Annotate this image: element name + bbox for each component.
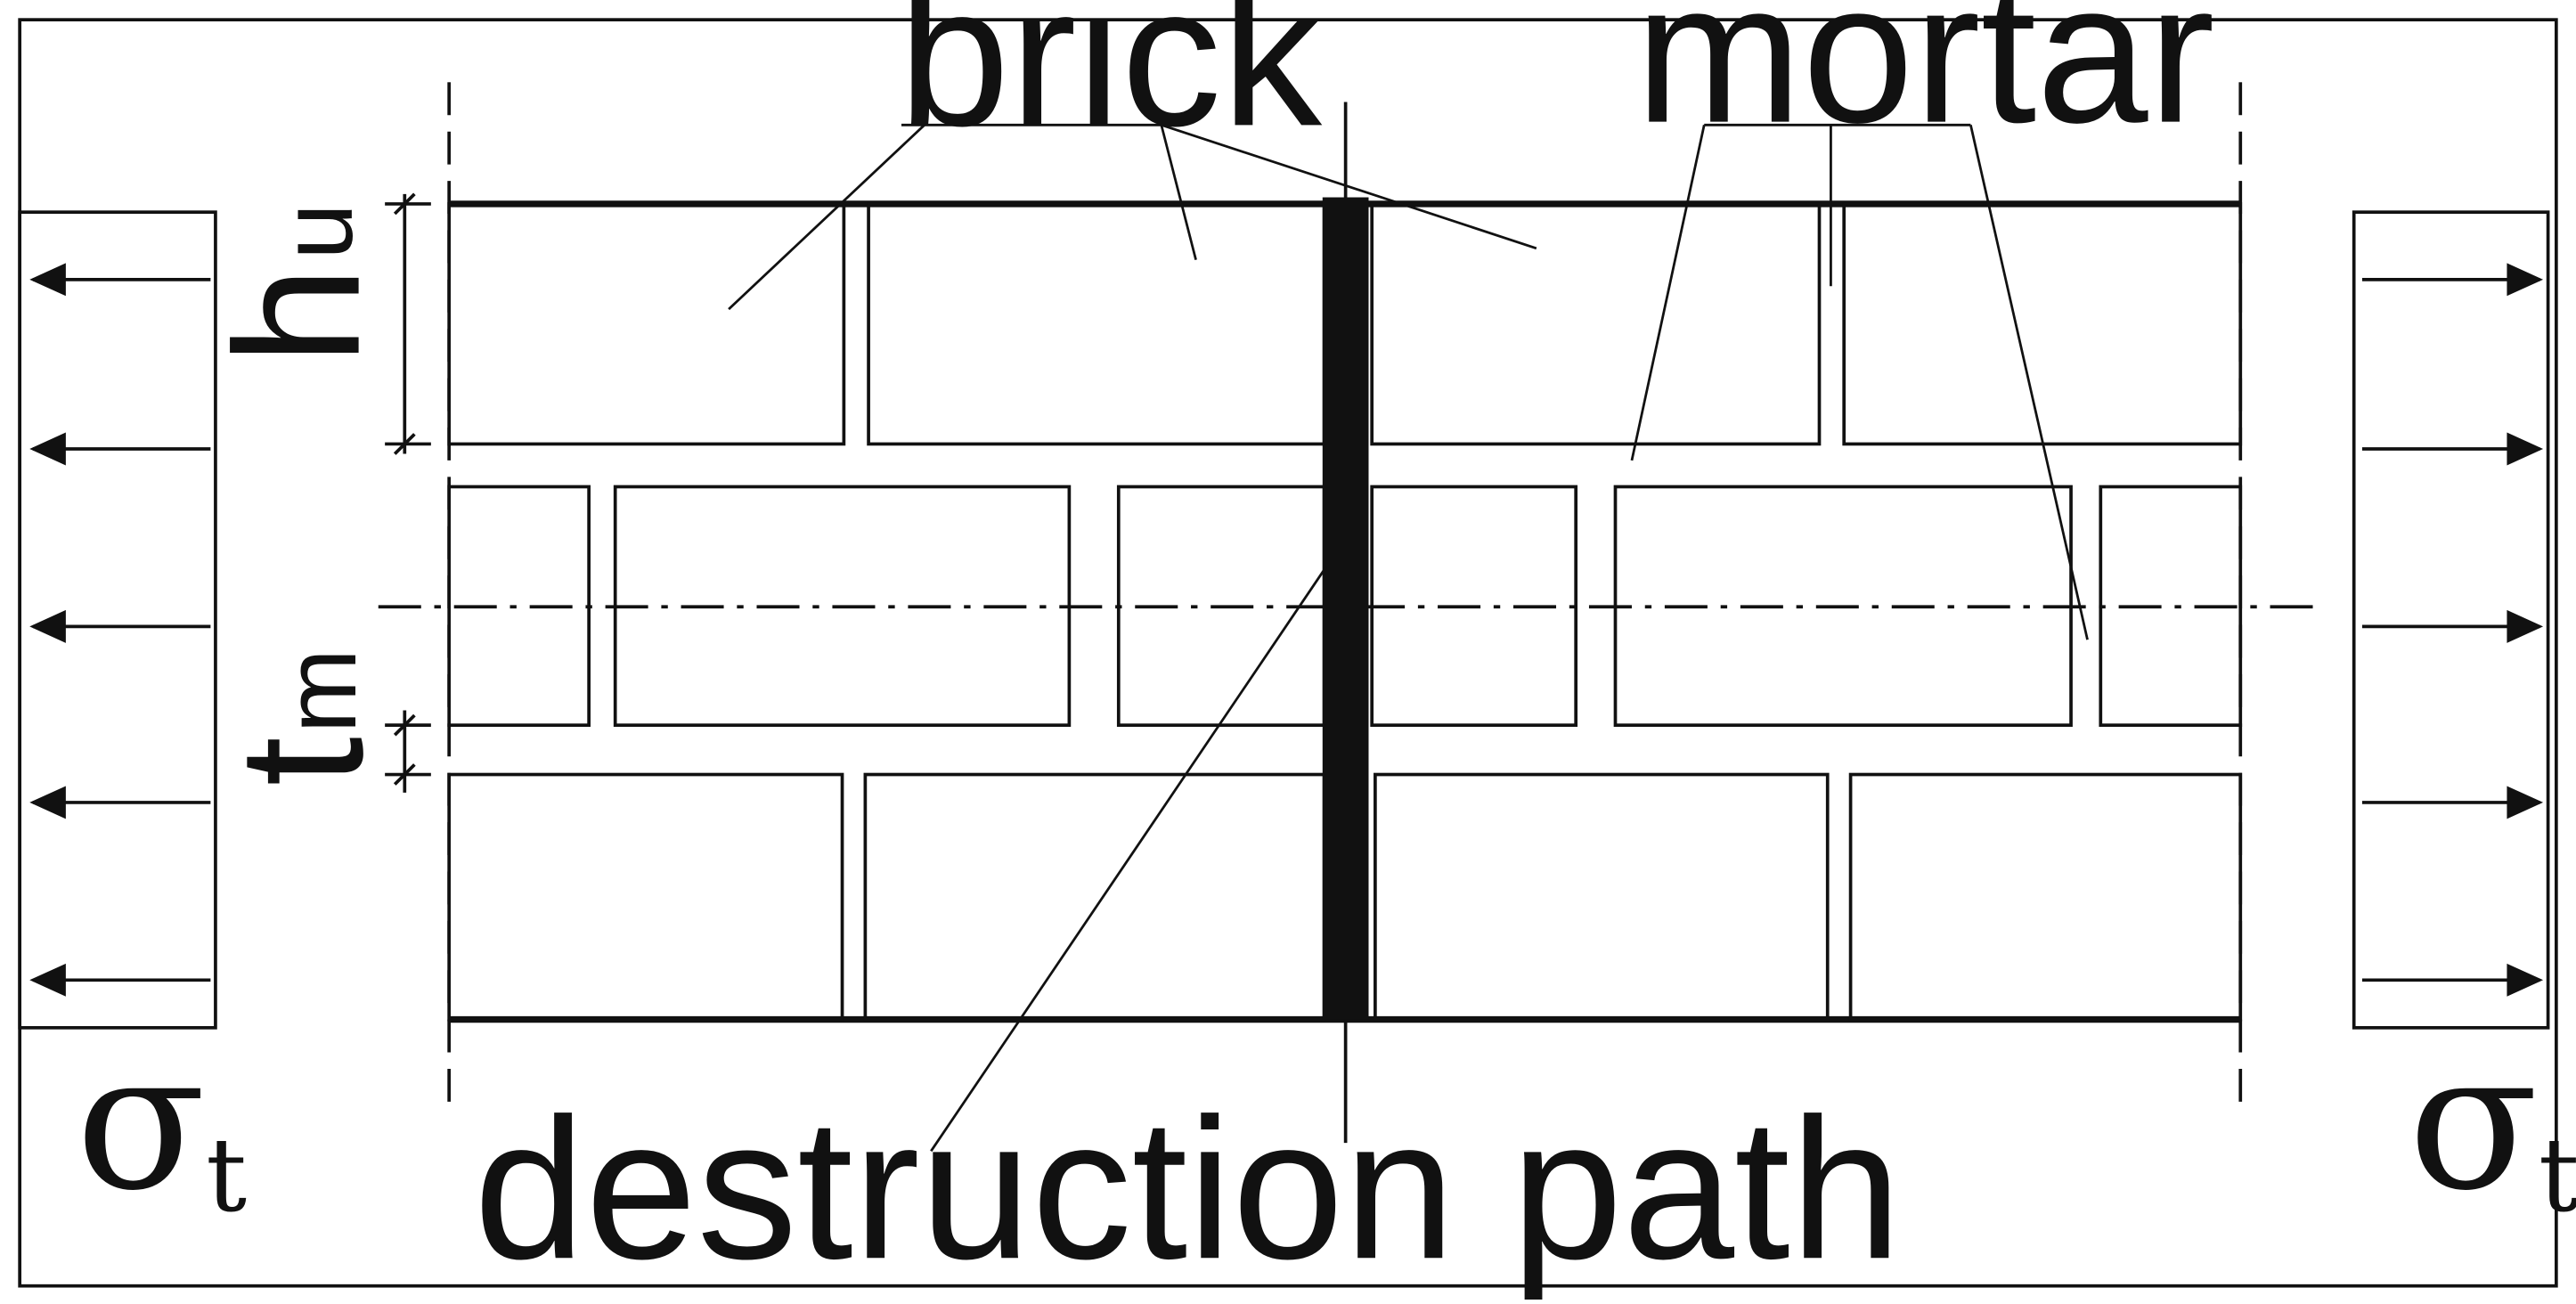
brick-leader-3	[1161, 123, 1537, 250]
mortar-leaders	[1630, 123, 2089, 640]
brick-leader-1	[728, 124, 925, 311]
right-arrowhead-4	[2507, 786, 2544, 819]
right-arrowhead-1	[2507, 263, 2544, 297]
left-arrowhead-4	[29, 786, 66, 819]
destruction-path-crack	[1322, 197, 1369, 1020]
svg-text:tm: tm	[201, 648, 400, 786]
tm-slash-top	[393, 713, 416, 737]
hu-slash-bottom	[393, 433, 416, 455]
hu-dimension	[385, 192, 431, 455]
brick	[1370, 202, 1822, 446]
left-arrowhead-3	[29, 609, 66, 643]
mortar-label: mortar	[1635, 0, 2215, 165]
destruction-path-label: destruction path	[474, 1076, 1902, 1300]
brick	[447, 772, 844, 1022]
mortar-leader-3	[1969, 125, 2089, 640]
right-stress-block	[2352, 210, 2550, 1030]
right-arrowhead-2	[2507, 432, 2544, 466]
left-arrowhead-2	[29, 432, 66, 466]
right-arrowhead-3	[2507, 609, 2544, 643]
hu-slash-top	[393, 192, 416, 216]
brick	[1848, 772, 2243, 1022]
brick	[447, 202, 846, 446]
hu-label: hu	[199, 203, 397, 365]
brick-leader-2	[1160, 124, 1197, 261]
left-arrowhead-5	[29, 963, 66, 997]
tm-label: tm	[201, 648, 400, 786]
brick-label: brick	[898, 0, 1322, 167]
sigma-left-label: σt	[76, 1010, 247, 1235]
brick-leaders	[728, 123, 1537, 311]
destruction-path-leader	[930, 566, 1327, 1153]
outer-frame	[18, 18, 2558, 1288]
tm-dimension	[385, 710, 431, 793]
brick	[1374, 772, 1830, 1022]
sigma-right-label: σt	[2409, 1010, 2576, 1235]
left-stress-block	[18, 210, 217, 1030]
tm-slash-bottom	[393, 763, 416, 786]
mortar-leader-1	[1630, 125, 1706, 461]
right-arrowhead-5	[2507, 963, 2544, 997]
svg-text:hu: hu	[199, 203, 397, 365]
left-arrowhead-1	[29, 263, 66, 297]
